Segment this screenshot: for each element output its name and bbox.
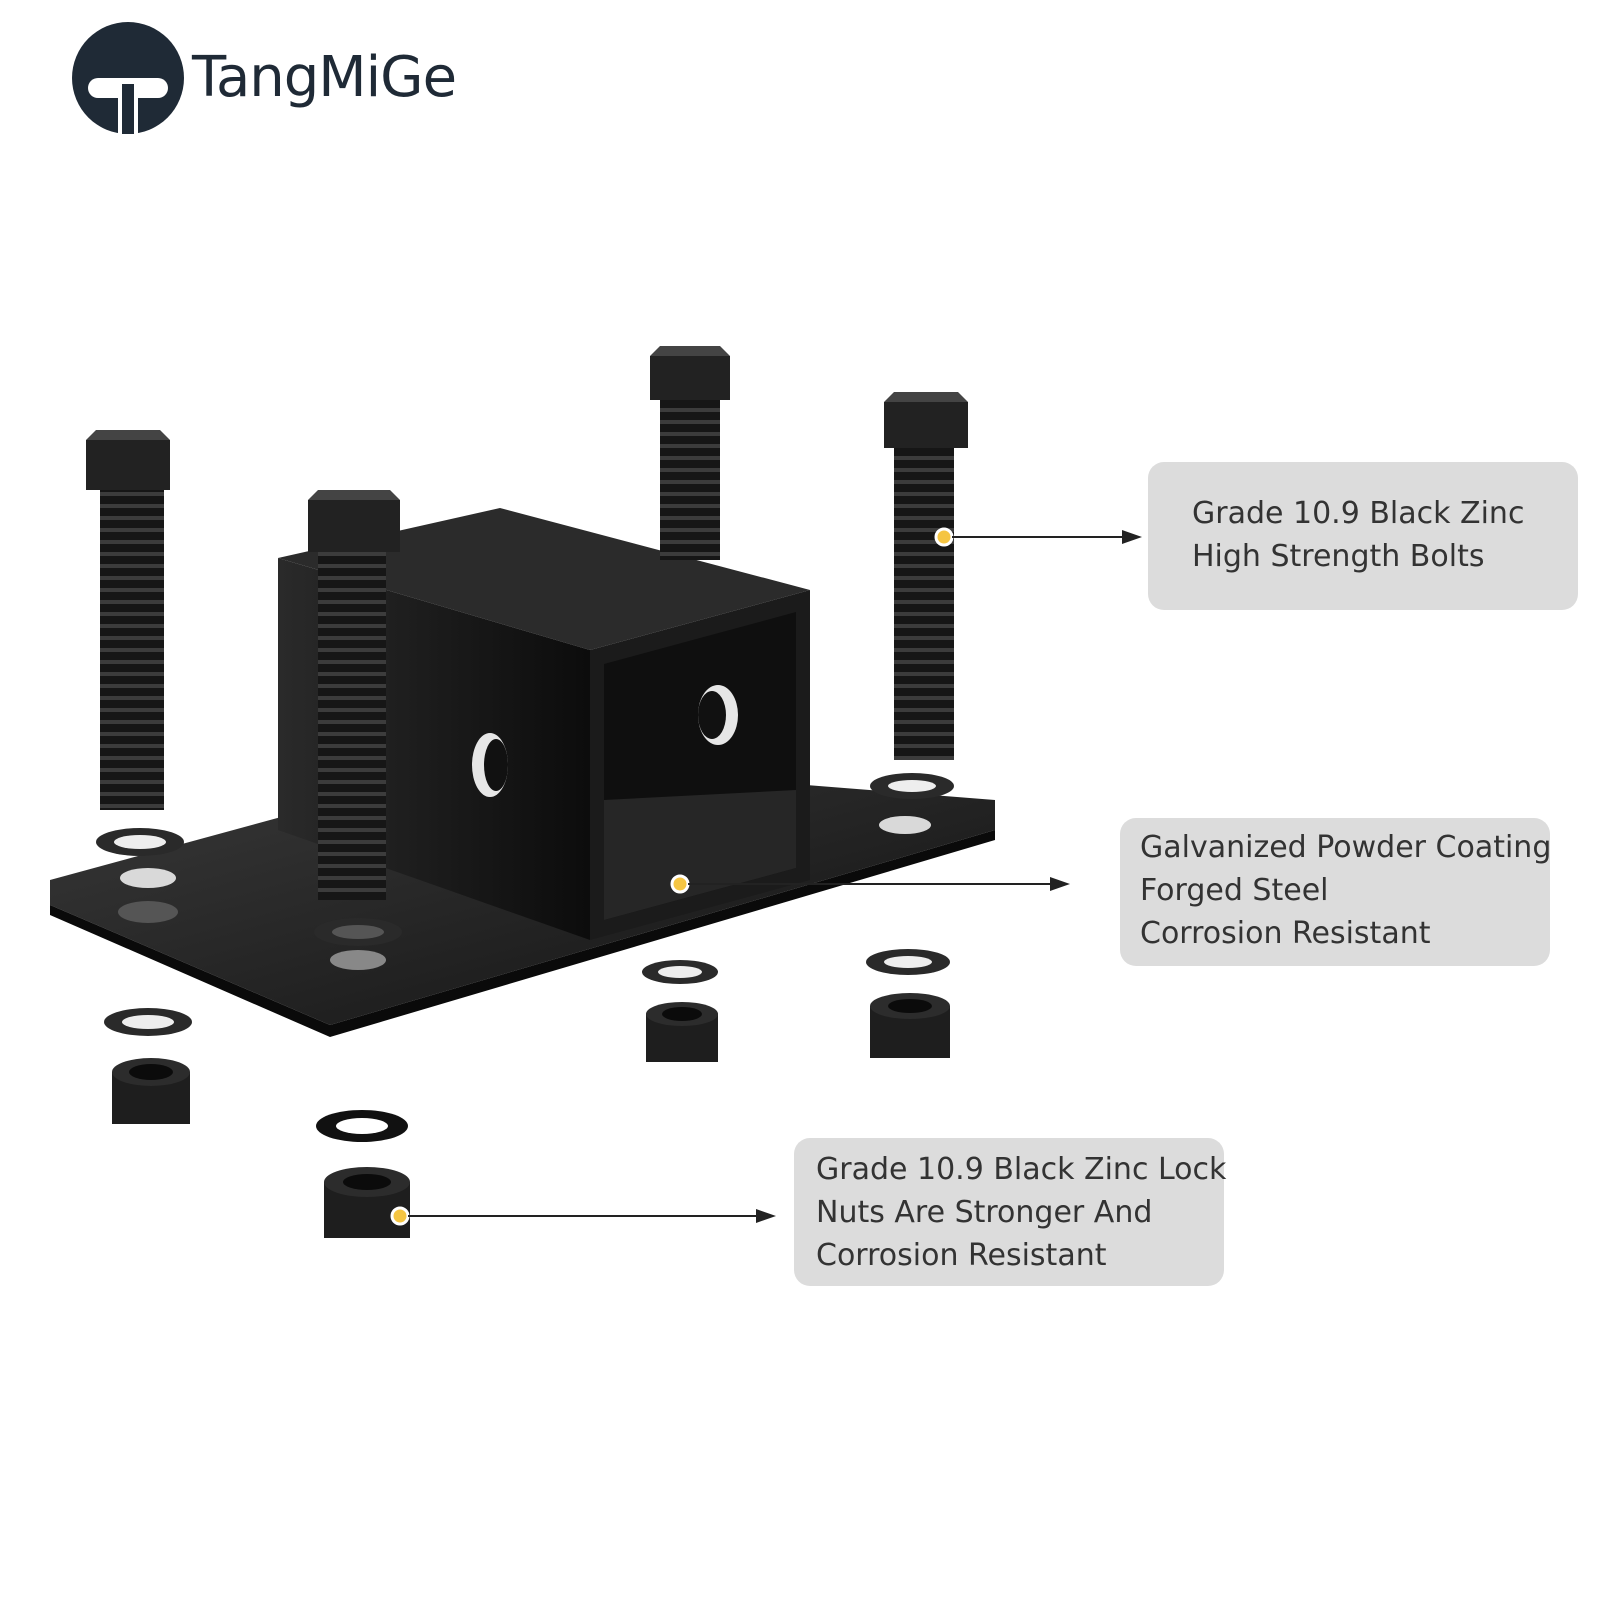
callout-bolts: Grade 10.9 Black Zinc High Strength Bolt… xyxy=(1148,462,1578,610)
callout-line: Nuts Are Stronger And xyxy=(816,1195,1153,1230)
callout-line: Grade 10.9 Black Zinc xyxy=(1192,496,1525,531)
bolt-1 xyxy=(86,430,170,810)
washers xyxy=(96,773,954,1142)
bolt-3 xyxy=(650,346,730,560)
callout-line: Forged Steel xyxy=(1140,873,1329,908)
callout-line: Corrosion Resistant xyxy=(1140,916,1431,951)
marker-dot xyxy=(934,527,954,547)
lock-nut-2 xyxy=(646,1002,718,1062)
callout-line: High Strength Bolts xyxy=(1192,539,1485,574)
brand-name: TangMiGe xyxy=(192,45,457,110)
callout-line: Galvanized Powder Coating xyxy=(1140,830,1552,865)
brand-logo: TangMiGe xyxy=(72,20,472,140)
callout-lock-nuts: Grade 10.9 Black Zinc Lock Nuts Are Stro… xyxy=(794,1138,1227,1286)
marker-dot xyxy=(670,874,690,894)
marker-dot xyxy=(390,1206,410,1226)
lock-nut-4 xyxy=(324,1167,410,1238)
tangmige-logo-icon xyxy=(72,22,184,134)
lock-nut-3 xyxy=(870,993,950,1058)
callout-line: Corrosion Resistant xyxy=(816,1238,1107,1273)
lock-nut-1 xyxy=(112,1058,190,1124)
callout-coating: Galvanized Powder Coating Forged Steel C… xyxy=(1120,818,1552,966)
callout-line: Grade 10.9 Black Zinc Lock xyxy=(816,1152,1227,1187)
callout-connectors xyxy=(390,527,1142,1226)
lock-nuts xyxy=(112,993,950,1238)
bolt-4 xyxy=(884,392,968,760)
bolt-2 xyxy=(308,490,400,900)
